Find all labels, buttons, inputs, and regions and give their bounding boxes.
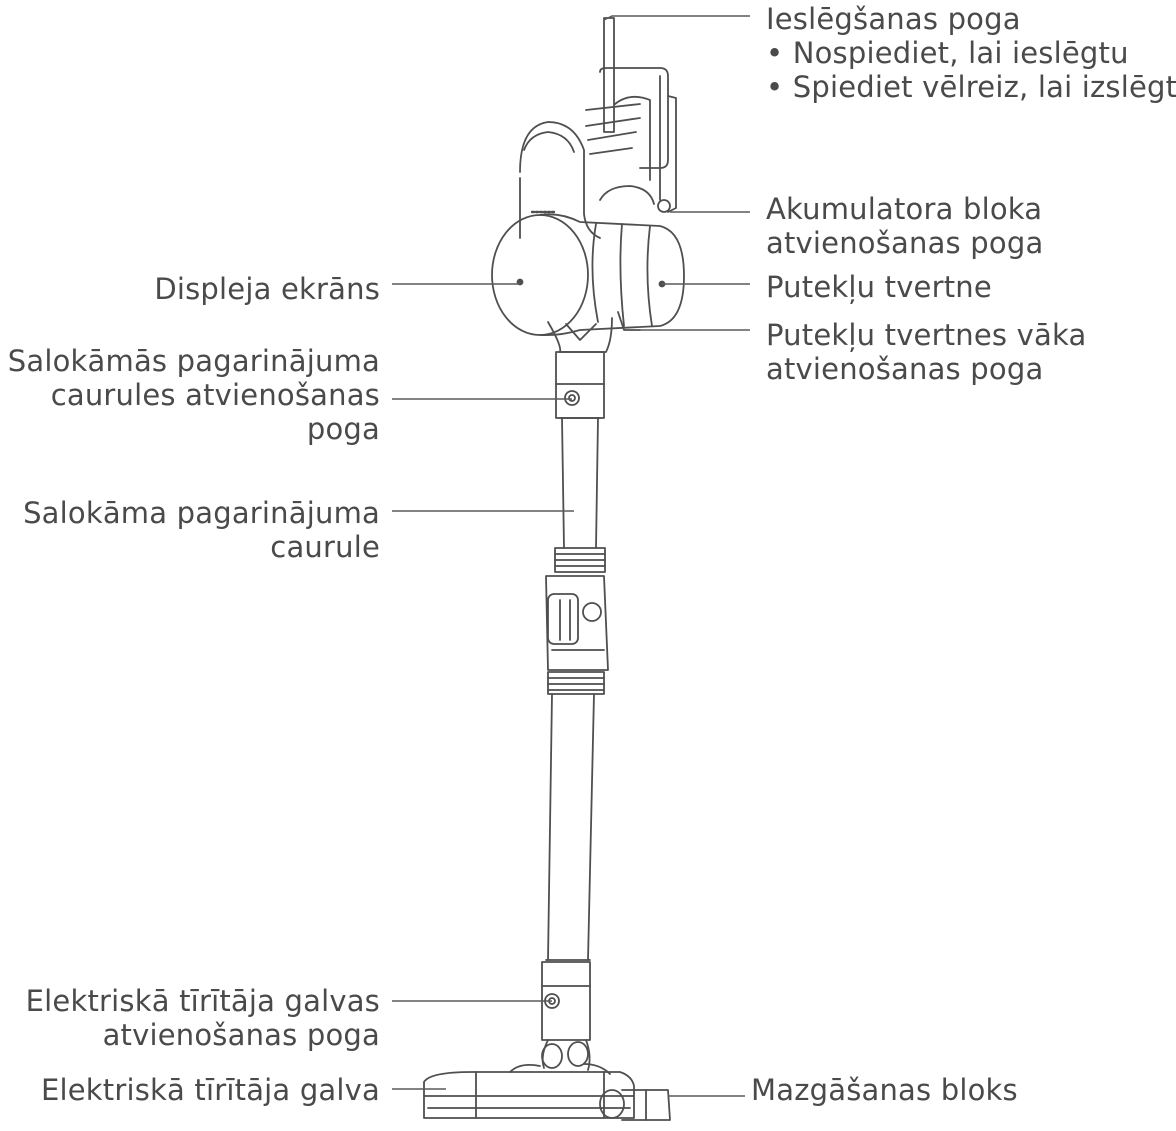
label-tube-release-line-1: Salokāmās pagarinājuma [7, 344, 380, 378]
neck-outline [547, 317, 613, 419]
label-tube-release: Salokāmās pagarinājuma caurules atvienoš… [8, 344, 380, 446]
label-tube-release-line-3: poga [306, 412, 380, 446]
label-washing-unit: Mazgāšanas bloks [751, 1073, 1018, 1107]
body-outline [491, 213, 685, 337]
label-power-button-bullet-1: • Nospiediet, lai ieslēgtu [766, 36, 1129, 70]
label-tube-release-line-2: caurules atvienošanas [50, 378, 380, 412]
label-cleaner-head-line-1: Elektriskā tīrītāja galva [40, 1073, 380, 1107]
label-washing-unit-line-1: Mazgāšanas bloks [751, 1073, 1018, 1107]
label-extension-tube: Salokāma pagarinājuma caurule [23, 496, 380, 564]
label-dust-bin-lid-release-line-1: Putekļu tvertnes vāka [766, 318, 1087, 352]
label-battery-release-line-2: atvienošanas poga [766, 226, 1044, 260]
label-battery-release-line-1: Akumulatora bloka [766, 192, 1043, 226]
label-dust-bin: Putekļu tvertne [766, 270, 992, 304]
label-power-button: Ieslēgšanas poga • Nospiediet, lai ieslē… [766, 2, 1176, 104]
leader-lines [392, 15, 750, 1097]
handle-outline [585, 17, 677, 213]
fold-joint-outline [545, 575, 609, 695]
label-head-release: Elektriskā tīrītāja galvas atvienošanas … [26, 984, 380, 1052]
label-head-release-line-1: Elektriskā tīrītāja galvas [25, 984, 380, 1018]
label-power-button-bullet-2: • Spiediet vēlreiz, lai izslēgtu [766, 70, 1176, 104]
head-outline [423, 1039, 671, 1121]
label-dust-bin-lid-release: Putekļu tvertnes vāka atvienošanas poga [766, 318, 1086, 386]
hood-outline [519, 121, 601, 239]
label-display-screen-line-1: Displeja ekrāns [154, 272, 380, 306]
label-display-screen: Displeja ekrāns [154, 272, 380, 306]
label-cleaner-head: Elektriskā tīrītāja galva [41, 1073, 380, 1107]
lower-tube-outline [541, 693, 595, 1041]
label-power-button-title: Ieslēgšanas poga [766, 2, 1021, 36]
label-extension-tube-line-1: Salokāma pagarinājuma [23, 496, 380, 530]
upper-tube-outline [554, 417, 606, 573]
label-dust-bin-line-1: Putekļu tvertne [766, 270, 992, 304]
label-extension-tube-line-2: caurule [270, 530, 380, 564]
label-head-release-line-2: atvienošanas poga [102, 1018, 380, 1052]
label-dust-bin-lid-release-line-2: atvienošanas poga [766, 352, 1044, 386]
label-battery-release: Akumulatora bloka atvienošanas poga [766, 192, 1043, 260]
leader-power-button [603, 15, 750, 21]
